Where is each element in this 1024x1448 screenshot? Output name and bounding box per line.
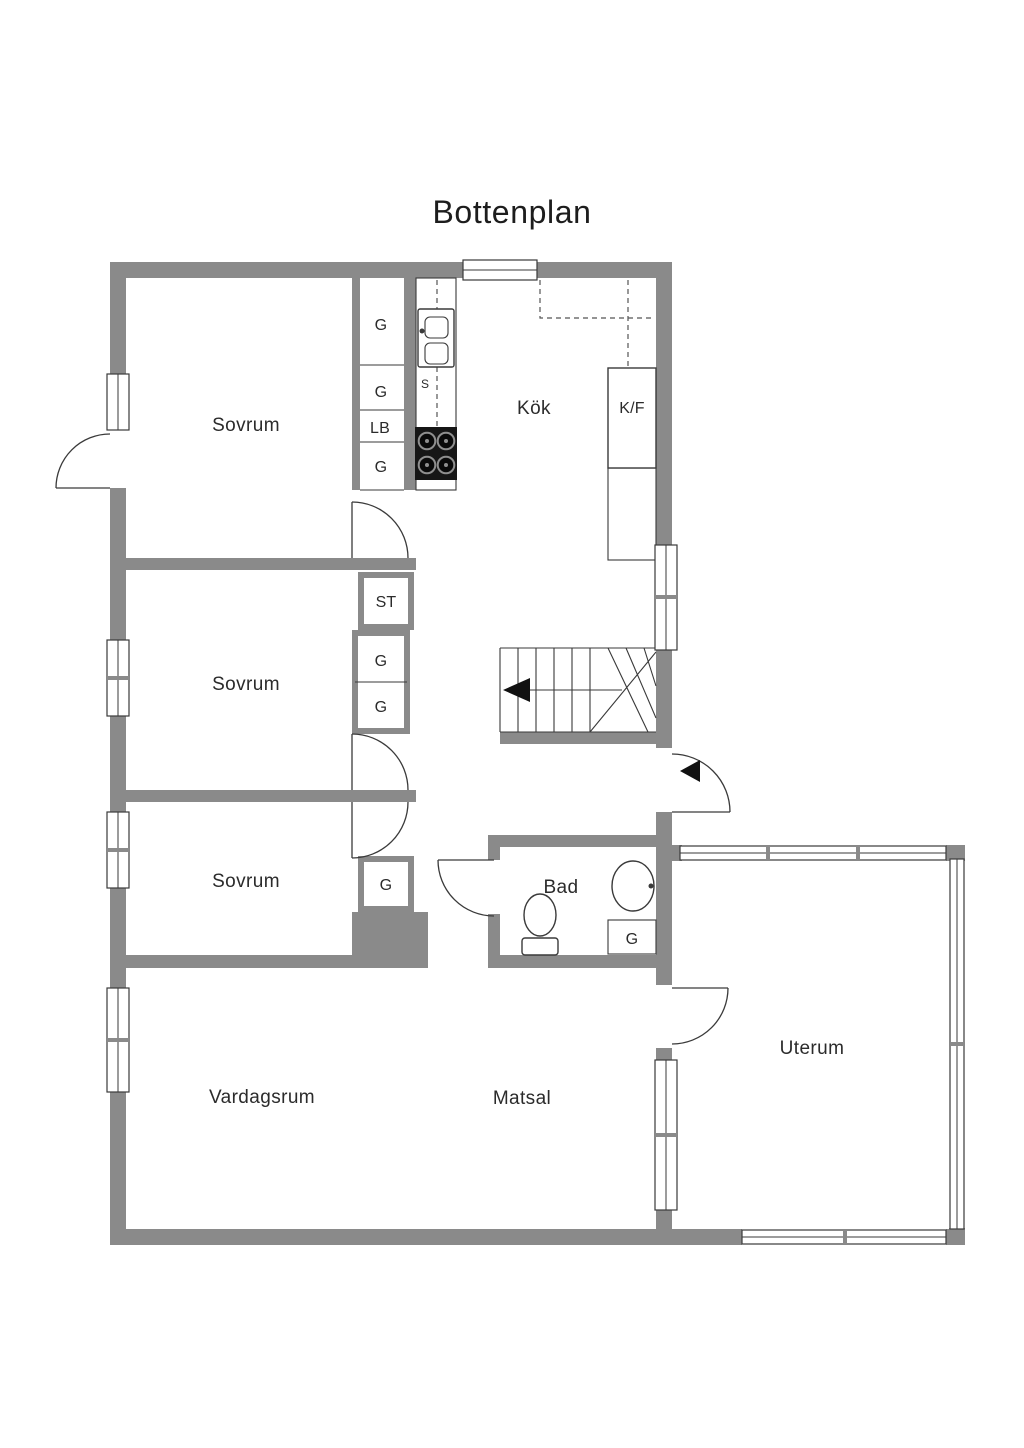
kitchen-sink-icon <box>417 308 455 368</box>
bathroom-fixtures <box>521 860 657 956</box>
fixture-label-sink: S <box>421 377 429 391</box>
closet-label-st: ST <box>376 594 397 611</box>
room-label-uterum: Uterum <box>780 1038 845 1059</box>
room-label-matsal: Matsal <box>493 1088 551 1109</box>
stove-icon <box>415 427 457 480</box>
kitchen-counter <box>415 277 457 491</box>
cabinet-dashed-line <box>539 280 654 319</box>
closet-label-g1: G <box>375 317 388 334</box>
closet-st-box <box>358 572 414 630</box>
toilet-icon <box>521 893 559 956</box>
window <box>949 858 965 1230</box>
bathroom-cabinet <box>607 919 657 955</box>
closet-label-g3: G <box>375 459 388 476</box>
kitchen-counter-right <box>607 467 657 561</box>
closets <box>352 364 414 912</box>
room-label-sovrum-1: Sovrum <box>212 415 280 436</box>
door-entry-right <box>671 753 731 813</box>
closet-label-lb: LB <box>370 420 390 437</box>
windows <box>106 259 965 1245</box>
room-label-sovrum-3: Sovrum <box>212 871 280 892</box>
window <box>679 845 947 861</box>
window <box>462 259 538 281</box>
door-bedroom-3 <box>351 801 409 859</box>
window <box>106 987 130 1093</box>
window <box>106 639 130 717</box>
door-bathroom <box>437 859 495 917</box>
window <box>106 373 130 431</box>
room-label-vardagsrum: Vardagsrum <box>209 1087 315 1108</box>
room-label-bad: Bad <box>543 877 578 898</box>
stairs <box>499 647 657 733</box>
walls <box>110 262 965 1245</box>
closet-label-g6: G <box>380 877 393 894</box>
closet-label-g5: G <box>375 699 388 716</box>
kitchen-fixtures <box>415 277 657 561</box>
page-title: Bottenplan <box>432 194 591 230</box>
door-uterum <box>671 987 729 1045</box>
entry-arrow <box>680 760 700 782</box>
closet-g-box <box>358 856 414 912</box>
labels: Bottenplan Sovrum Sovrum Sovrum Kök Bad … <box>209 194 844 1109</box>
bathroom-sink-icon <box>611 860 655 912</box>
closet-label-g4: G <box>375 653 388 670</box>
window <box>741 1229 947 1245</box>
closet-label-g2: G <box>375 384 388 401</box>
window <box>106 811 130 889</box>
room-label-sovrum-2: Sovrum <box>212 674 280 695</box>
closet-label-g-bad: G <box>626 931 639 948</box>
door-entry-left <box>55 433 111 489</box>
window <box>654 544 678 651</box>
doors <box>55 433 731 1045</box>
fridge-freezer <box>607 367 657 469</box>
fixture-label-kf: K/F <box>619 400 645 417</box>
window <box>654 1059 678 1211</box>
room-label-kok: Kök <box>517 398 551 419</box>
stairs-direction-arrow <box>503 678 530 702</box>
door-bedroom-1 <box>351 501 409 559</box>
door-bedroom-2 <box>351 733 409 791</box>
